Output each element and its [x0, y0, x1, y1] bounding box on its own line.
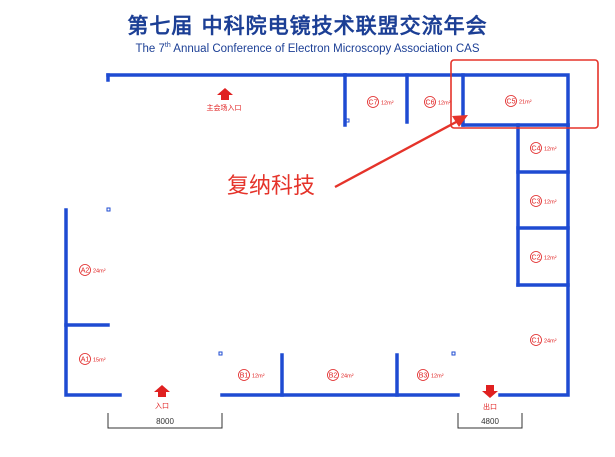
booth-id-c1: C1: [532, 338, 541, 345]
column-marker: [218, 351, 223, 356]
booth-size-c5: 21m²: [519, 100, 532, 106]
wall-left: [64, 208, 122, 397]
booth-size-b1: 12m²: [252, 374, 265, 380]
conference-title-en: The 7th Annual Conference of Electron Mi…: [0, 42, 615, 55]
booth-id-c3: C3: [532, 199, 541, 206]
booth-circle: [530, 142, 542, 154]
booth-id-c2: C2: [532, 255, 541, 262]
booth-circle: [530, 334, 542, 346]
booth-id-b2: B2: [329, 373, 338, 380]
dimension-right: 4800: [481, 417, 499, 426]
booth-id-a1: A1: [81, 357, 90, 364]
entrance-label: 入口: [155, 402, 169, 410]
company-label: 复纳科技: [227, 174, 315, 199]
title-en-prefix: The 7: [135, 42, 165, 55]
booth-circle: [530, 195, 542, 207]
booth-id-c7: C7: [369, 100, 378, 107]
booth-circle: [530, 251, 542, 263]
booth-id-a2: A2: [81, 268, 90, 275]
booth-size-b2: 24m²: [341, 374, 354, 380]
highlight-box: [450, 59, 599, 129]
exit-label: 出口: [483, 402, 497, 411]
booth-size-c3: 12m²: [544, 200, 557, 206]
arrow-up-icon: [154, 385, 170, 397]
booth-circle: [424, 96, 436, 108]
booth-id-b3: B3: [419, 373, 428, 380]
booth-size-a1: 15m²: [93, 358, 106, 364]
booth-circle: [505, 95, 517, 107]
booth-id-c5: C5: [507, 99, 516, 106]
wall-top-right: [343, 73, 570, 127]
booth-circle: [327, 369, 339, 381]
booth-size-c7: 12m²: [381, 101, 394, 107]
column-marker: [451, 351, 456, 356]
arrow-down-icon: [482, 385, 498, 398]
booth-size-c2: 12m²: [544, 256, 557, 262]
booth-size-c1: 24m²: [544, 339, 557, 345]
booth-circle: [79, 264, 91, 276]
dimension-line-right: [457, 413, 523, 429]
booth-circle: [238, 369, 250, 381]
column-marker: [106, 207, 111, 212]
conference-title-cn: 第七届 中科院电镜技术联盟交流年会: [127, 14, 488, 38]
booth-size-b3: 12m²: [431, 374, 444, 380]
booth-id-c4: C4: [532, 146, 541, 153]
dimension-line-left: [107, 413, 223, 429]
booth-size-c6: 12m²: [438, 101, 451, 107]
booth-circle: [79, 353, 91, 365]
main-entrance-label: 主会场入口: [207, 103, 242, 112]
wall-right: [498, 123, 570, 397]
pointer-arrow-line: [334, 119, 459, 189]
column-marker: [345, 118, 350, 123]
booth-id-b1: B1: [240, 373, 249, 380]
arrow-up-icon: [217, 88, 233, 100]
dimension-left: 8000: [156, 417, 174, 426]
booth-circle: [367, 96, 379, 108]
title-en-sup: th: [164, 42, 171, 49]
title-en-rest: Annual Conference of Electron Microscopy…: [170, 42, 480, 55]
booth-size-a2: 24m²: [93, 269, 106, 275]
booth-id-c6: C6: [426, 100, 435, 107]
booth-size-c4: 12m²: [544, 147, 557, 153]
booth-circle: [417, 369, 429, 381]
pointer-arrow-head: [452, 115, 468, 127]
